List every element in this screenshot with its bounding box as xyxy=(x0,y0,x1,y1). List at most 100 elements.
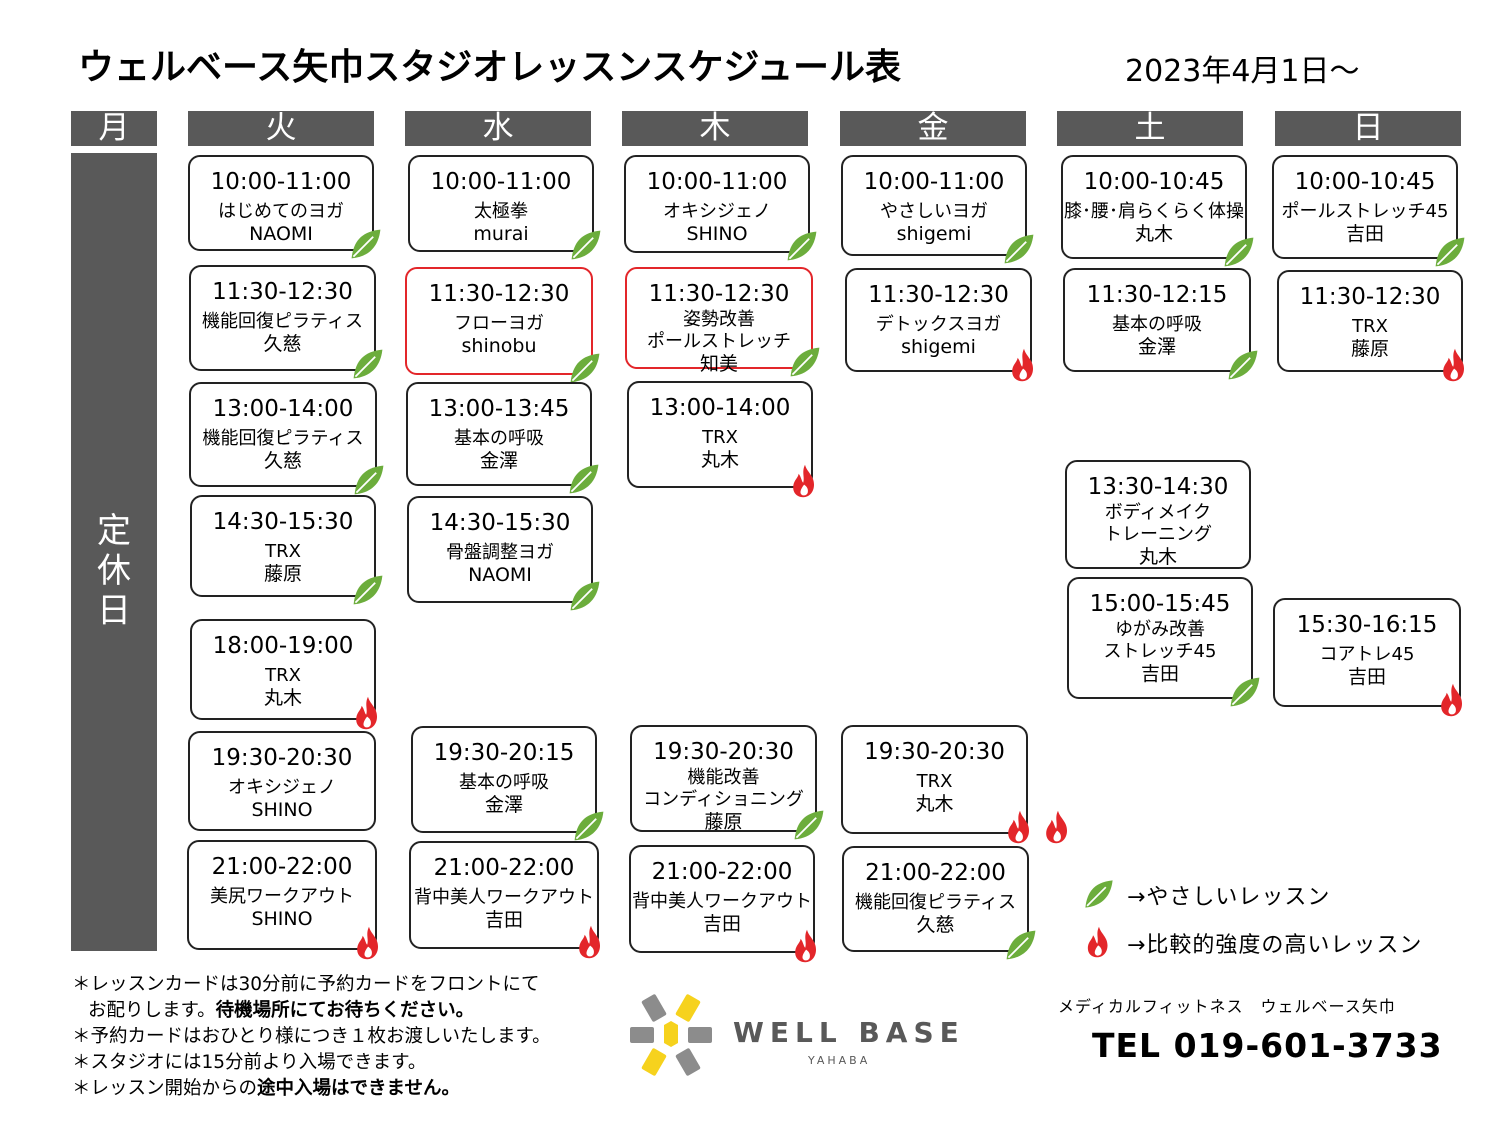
lesson-time: 19:30-20:30 xyxy=(653,739,794,765)
brand-sub: YAHABA xyxy=(808,1054,871,1067)
lesson-time: 19:30-20:30 xyxy=(864,739,1005,765)
lesson-instructor: 藤原 xyxy=(704,811,743,833)
lesson-instructor: shigemi xyxy=(901,336,976,358)
leaf-icon xyxy=(351,462,387,498)
lesson-time: 19:30-20:15 xyxy=(433,740,575,766)
lesson-instructor: 久慈 xyxy=(263,333,302,355)
note-2: ＊予約カードはおひとり様につき１枚お渡しいたします。 xyxy=(72,1026,551,1047)
lesson-time: 21:00-22:00 xyxy=(433,855,575,881)
effective-date: 2023年4月1日～ xyxy=(1125,54,1360,89)
lesson-name: 姿勢改善 ポールストレッチ xyxy=(647,309,791,352)
lesson-name: TRX xyxy=(916,771,953,792)
lesson-instructor: SHINO xyxy=(686,223,748,245)
leaf-icon xyxy=(784,228,820,264)
note-4-plain: ＊レッスン開始からの xyxy=(72,1078,258,1099)
lesson-name: フローヨガ xyxy=(454,313,544,334)
lesson-instructor: 吉田 xyxy=(1140,663,1179,685)
lesson-name: 骨盤調整ヨガ xyxy=(446,542,554,563)
leaf-icon xyxy=(1085,880,1113,908)
lesson-name: はじめてのヨガ xyxy=(218,201,344,222)
leaf-icon xyxy=(1001,231,1037,267)
flame-icon xyxy=(1437,347,1473,383)
leaf-icon xyxy=(567,578,603,614)
lesson-instructor: NAOMI xyxy=(249,223,313,245)
lesson-time: 18:00-19:00 xyxy=(212,633,354,659)
lesson-name: 美尻ワークアウト xyxy=(210,886,354,907)
lesson-instructor: 吉田 xyxy=(1347,666,1386,688)
lesson-name: 背中美人ワークアウト xyxy=(414,887,594,908)
lesson-name: 基本の呼吸 xyxy=(1112,314,1202,335)
lesson-name: オキシジェノ xyxy=(228,777,336,798)
flame-icon xyxy=(351,925,387,961)
leaf-icon xyxy=(568,227,604,263)
lesson-instructor: 丸木 xyxy=(915,793,954,815)
lesson-time: 21:00-22:00 xyxy=(651,859,793,885)
day-header-sunday: 日 xyxy=(1275,111,1461,146)
flame-icon xyxy=(1002,809,1038,845)
leaf-icon xyxy=(1221,234,1257,270)
note-3: ＊スタジオには15分前より入場できます。 xyxy=(72,1052,427,1073)
lesson-name: ゆがみ改善 ストレッチ45 xyxy=(1103,619,1217,662)
leaf-icon xyxy=(571,808,607,844)
lesson-time: 13:00-14:00 xyxy=(212,396,354,422)
leaf-icon xyxy=(350,346,386,382)
lesson-name: 背中美人ワークアウト xyxy=(632,891,812,912)
flame-icon xyxy=(573,924,609,960)
lesson-time: 11:30-12:15 xyxy=(1086,282,1228,308)
day-header-friday: 金 xyxy=(840,111,1026,146)
leaf-icon xyxy=(350,572,386,608)
lesson-name: やさしいヨガ xyxy=(880,201,988,222)
lesson-time: 21:00-22:00 xyxy=(211,854,353,880)
lesson-instructor: SHINO xyxy=(251,908,313,930)
lesson-instructor: 藤原 xyxy=(263,563,302,585)
lesson-time: 11:30-12:30 xyxy=(1299,284,1441,310)
lesson-instructor: 金澤 xyxy=(1137,336,1176,358)
lesson-time: 10:00-11:00 xyxy=(863,169,1005,195)
day-header-thursday: 木 xyxy=(622,111,808,146)
flame-icon xyxy=(1087,926,1108,958)
note-4-bold: 途中入場はできません。 xyxy=(257,1078,460,1099)
company-name: メディカルフィットネス ウェルベース矢巾 xyxy=(1058,997,1396,1016)
lesson-instructor: 金澤 xyxy=(484,794,523,816)
day-header-saturday: 土 xyxy=(1057,111,1243,146)
note-1-plain: お配りします。 xyxy=(88,1000,216,1021)
lesson-time: 11:30-12:30 xyxy=(212,279,353,305)
lesson-time: 14:30-15:30 xyxy=(212,509,354,535)
lesson-time: 10:00-11:00 xyxy=(210,169,352,195)
flame-icon xyxy=(787,463,823,499)
lesson-name: 基本の呼吸 xyxy=(454,428,544,449)
lesson-name: 機能回復ピラティス xyxy=(202,311,363,332)
leaf-icon xyxy=(567,350,603,386)
note-1: ＊レッスンカードは30分前に予約カードをフロントにて xyxy=(72,974,540,995)
closed-day-label: 定休日 xyxy=(71,511,157,631)
lesson-time: 10:00-10:45 xyxy=(1083,169,1225,195)
note-1-cont: お配りします。待機場所にてお待ちください。 xyxy=(72,998,632,1024)
lesson-time: 15:00-15:45 xyxy=(1089,591,1231,617)
note-4: ＊レッスン開始からの途中入場はできません。 xyxy=(72,1076,632,1102)
lesson-time: 13:00-13:45 xyxy=(428,396,570,422)
lesson-name: 機能回復ピラティス xyxy=(202,428,364,449)
lesson-name: TRX xyxy=(265,541,301,562)
lesson-name: オキシジェノ xyxy=(663,201,771,222)
closed-day-text: 定休日 xyxy=(97,511,131,631)
lesson-time: 21:00-22:00 xyxy=(865,860,1006,886)
day-header-tuesday: 火 xyxy=(188,111,374,146)
lesson-name: ポールストレッチ45 xyxy=(1281,201,1449,222)
lesson-name: 機能回復ピラティス xyxy=(855,892,1016,913)
lesson-time: 15:30-16:15 xyxy=(1296,612,1438,638)
lesson-instructor: 知美 xyxy=(699,353,738,375)
lesson-time: 10:00-11:00 xyxy=(646,169,788,195)
flame-icon xyxy=(350,695,386,731)
